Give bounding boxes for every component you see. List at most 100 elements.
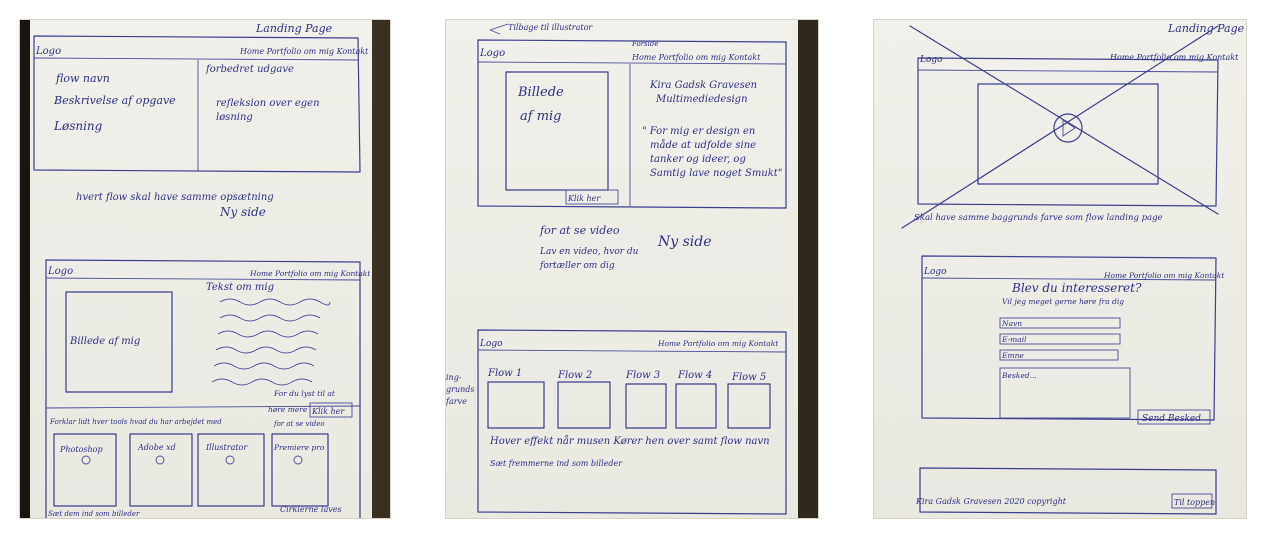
sketch3-logo: Logo <box>919 55 943 65</box>
flow-label-4: Flow 4 <box>677 370 712 381</box>
contact-header-line <box>921 277 1217 281</box>
play-icon <box>1062 119 1076 137</box>
sketch-1-drawing: Landing Page Logo Home Portfolio om mig … <box>33 22 371 518</box>
left-item-1: flow navn <box>55 72 110 85</box>
flow-label-3: Flow 3 <box>625 370 660 381</box>
text-squiggle <box>213 362 315 370</box>
side-note-1: ing- <box>446 373 462 382</box>
sketch-photo-1: Landing Page Logo Home Portfolio om mig … <box>20 20 390 518</box>
sketch2-nav2: Home Portfolio om mig Kontakt <box>657 339 779 348</box>
play-circle-icon <box>1053 113 1083 143</box>
sketch3-note1: Skal have samme baggrunds farve som flow… <box>914 213 1163 223</box>
name-field-label: Navn <box>1001 319 1022 328</box>
top-wireframe-frame <box>917 57 1219 207</box>
sketch2-top-note: Tilbage til illustrator <box>508 23 593 32</box>
tool-label-3: Illustrator <box>205 443 248 452</box>
photo-placeholder <box>505 71 609 191</box>
quote-line-3: tanker og ideer, og <box>650 154 746 165</box>
sketch-photo-3: Landing Page Logo Home Portfolio om mig … <box>874 20 1246 518</box>
bottom-header-line <box>45 277 361 281</box>
paper-sheet <box>446 20 798 518</box>
sketch2-nav: Home Portfolio om mig Kontakt <box>631 53 761 62</box>
sketch3-logo2: Logo <box>923 267 947 277</box>
sketch2-note1: for at se video <box>539 224 620 237</box>
flow-box <box>675 383 717 429</box>
flow-box <box>727 383 771 429</box>
tool-circle <box>81 455 91 465</box>
photo-label: Billede af mig <box>69 336 140 347</box>
sketch2-note3: fortæller om dig <box>539 261 615 271</box>
sketch1-note2: Ny side <box>219 205 266 219</box>
click-here-label: Klik her <box>311 407 345 416</box>
click-here-label: Klik her <box>567 194 601 203</box>
send-button <box>1137 409 1211 425</box>
sketch2-note4: Hover effekt når musen Kører hen over sa… <box>489 435 770 447</box>
paper-sheet <box>874 20 1246 518</box>
sketch1-nav: Home Portfolio om mig Kontakt <box>239 47 369 56</box>
sketch2-logo2: Logo <box>479 339 503 349</box>
photo-label-2: af mig <box>520 109 562 124</box>
bottom-header-line <box>477 349 787 353</box>
side-note-2: grunds <box>446 385 474 394</box>
sketch1-note5: for at se video <box>273 420 325 428</box>
subject-field <box>999 349 1119 361</box>
flow-box <box>487 381 545 429</box>
contact-heading: Blev du interesseret? <box>1011 281 1142 295</box>
sketch2-note5: Sæt fremmerne ind som billeder <box>490 459 623 468</box>
tool-label-2: Adobe xd <box>137 443 176 452</box>
text-squiggle <box>219 298 331 306</box>
back-arrow <box>489 23 509 35</box>
contact-subheading: Vil jeg meget gerne høre fra dig <box>1002 297 1124 306</box>
sketch2-logo: Logo <box>479 48 505 59</box>
cross-line <box>901 25 1219 229</box>
sketch1-note7: Sæt dem ind som billeder <box>48 510 140 518</box>
flow-box <box>557 381 611 429</box>
text-label: Tekst om mig <box>206 282 274 293</box>
sketch1-note3: For du lyst til at <box>273 389 336 398</box>
sketch1-note1: hvert flow skal have samme opsætning <box>76 192 274 203</box>
text-squiggle <box>211 378 313 386</box>
quote-line-2: måde at udfolde sine <box>650 139 756 151</box>
text-squiggle <box>219 314 321 322</box>
section-divider <box>45 405 361 409</box>
header-line <box>917 69 1219 73</box>
sketch3-nav2: Home Portfolio om mig Kontakt <box>1103 271 1225 280</box>
right-item-2: refleksion over egen <box>216 98 320 109</box>
sketch1-logo2: Logo <box>47 266 73 277</box>
sketch-photo-2: Tilbage til illustrator Logo Forside Hom… <box>446 20 818 518</box>
sketch-2-drawing: Tilbage til illustrator Logo Forside Hom… <box>446 23 787 515</box>
top-button-label: Til toppen <box>1174 498 1215 507</box>
tool-box <box>197 433 265 507</box>
quote-line-4: Samtig lave noget Smukt" <box>650 168 782 179</box>
tool-circle <box>155 455 165 465</box>
sketch1-note8: Cirklerne laves <box>280 505 342 514</box>
footer-frame <box>919 467 1217 515</box>
tool-box <box>53 433 117 507</box>
header-line <box>477 61 787 65</box>
flow-label-5: Flow 5 <box>731 372 766 383</box>
name-line-2: Multimediedesign <box>655 94 748 105</box>
photo-placeholder <box>65 291 173 393</box>
tool-circle <box>225 455 235 465</box>
click-here-box <box>565 189 619 205</box>
photo-label-1: Billede <box>517 85 564 100</box>
send-button-label: Send Besked <box>1142 414 1201 424</box>
text-squiggle <box>215 346 317 354</box>
message-field <box>999 367 1131 419</box>
sketch1-logo: Logo <box>35 46 61 57</box>
sketch-3-drawing: Landing Page Logo Home Portfolio om mig … <box>901 22 1245 515</box>
right-item-3: løsning <box>216 112 253 123</box>
tool-box <box>271 433 329 507</box>
top-button <box>1171 493 1213 509</box>
name-line-1: Kira Gadsk Gravesen <box>649 80 757 91</box>
text-squiggle <box>217 330 319 338</box>
sketch2-note2: Lav en video, hvor du <box>539 247 639 257</box>
tool-label-4: Premiere pro <box>273 443 325 452</box>
bottom-wireframe-frame <box>477 329 787 515</box>
header-line <box>33 57 359 61</box>
side-note-3: farve <box>446 397 467 406</box>
email-field <box>999 333 1121 345</box>
flow-label-2: Flow 2 <box>557 370 592 381</box>
paper-sheet <box>30 20 372 518</box>
sketch1-nav2: Home Portfolio om mig Kontakt <box>249 269 371 278</box>
